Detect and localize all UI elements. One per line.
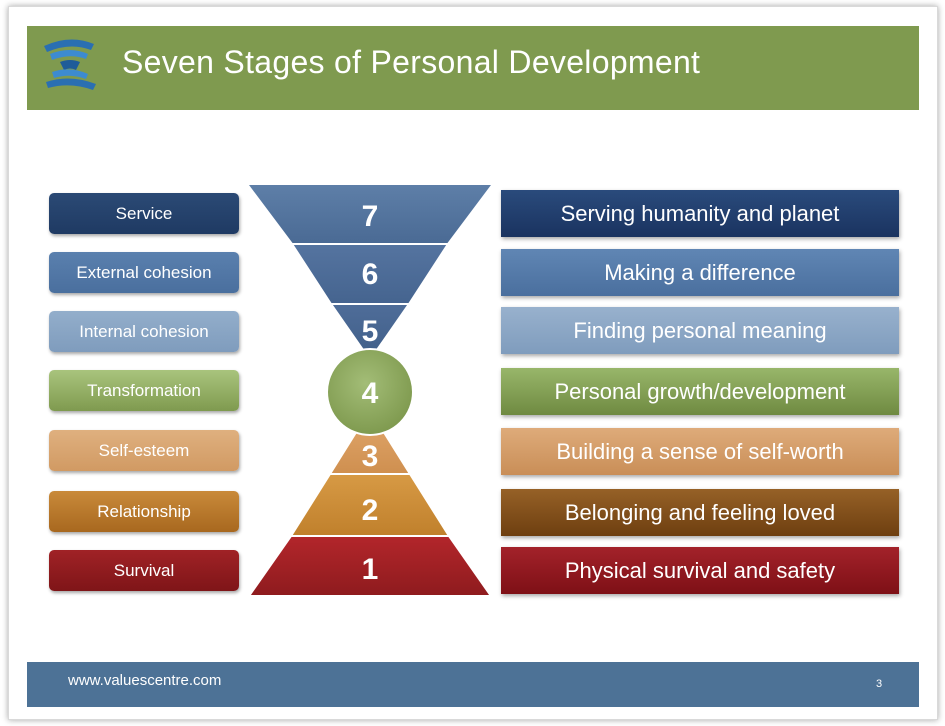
stage-description-4: Personal growth/development <box>501 368 899 415</box>
level-label-text: Self-esteem <box>98 440 190 460</box>
stage-description-5: Finding personal meaning <box>501 307 899 354</box>
level-label-text: Relationship <box>97 501 191 521</box>
stage-4-number: 4 <box>362 377 379 410</box>
page-title: Seven Stages of Personal Development <box>122 44 701 80</box>
level-label-service[interactable]: Service <box>49 193 239 234</box>
level-label-text: Service <box>115 203 173 223</box>
stage-1-number: 1 <box>362 553 379 586</box>
stage-5-number: 5 <box>362 315 379 348</box>
level-label-self-esteem[interactable]: Self-esteem <box>49 430 239 471</box>
stage-description-6: Making a difference <box>501 249 899 296</box>
level-label-text: External cohesion <box>76 262 212 282</box>
footer-url-link[interactable]: www.valuescentre.com <box>68 672 222 689</box>
level-label-text: Transformation <box>87 380 201 400</box>
level-label-transformation[interactable]: Transformation <box>49 370 239 411</box>
stage-description-1: Physical survival and safety <box>501 547 899 594</box>
stage-1-segment <box>247 535 493 597</box>
stage-description-3: Building a sense of self-worth <box>501 428 899 475</box>
footer-bar <box>27 662 919 707</box>
stage-description-7: Serving humanity and planet <box>501 190 899 237</box>
page-number: 3 <box>876 678 883 690</box>
level-label-relationship[interactable]: Relationship <box>49 491 239 532</box>
stage-2-number: 2 <box>362 494 379 527</box>
level-label-internal-cohesion[interactable]: Internal cohesion <box>49 311 239 352</box>
stage-3-number: 3 <box>362 440 379 473</box>
stage-description-2: Belonging and feeling loved <box>501 489 899 536</box>
stage-5-segment <box>329 303 411 362</box>
level-label-external-cohesion[interactable]: External cohesion <box>49 252 239 293</box>
level-label-text: Survival <box>113 560 175 580</box>
stage-4-circle <box>326 348 414 436</box>
stage-7-number: 7 <box>362 200 379 233</box>
title-bar <box>27 26 919 110</box>
slide <box>8 6 938 720</box>
stages-hourglass-diagram: 7 6 5 4 3 2 1 <box>245 183 495 597</box>
level-label-text: Internal cohesion <box>79 321 209 341</box>
stage-6-number: 6 <box>362 258 379 291</box>
level-label-survival[interactable]: Survival <box>49 550 239 591</box>
valuescentre-logo <box>44 39 96 90</box>
